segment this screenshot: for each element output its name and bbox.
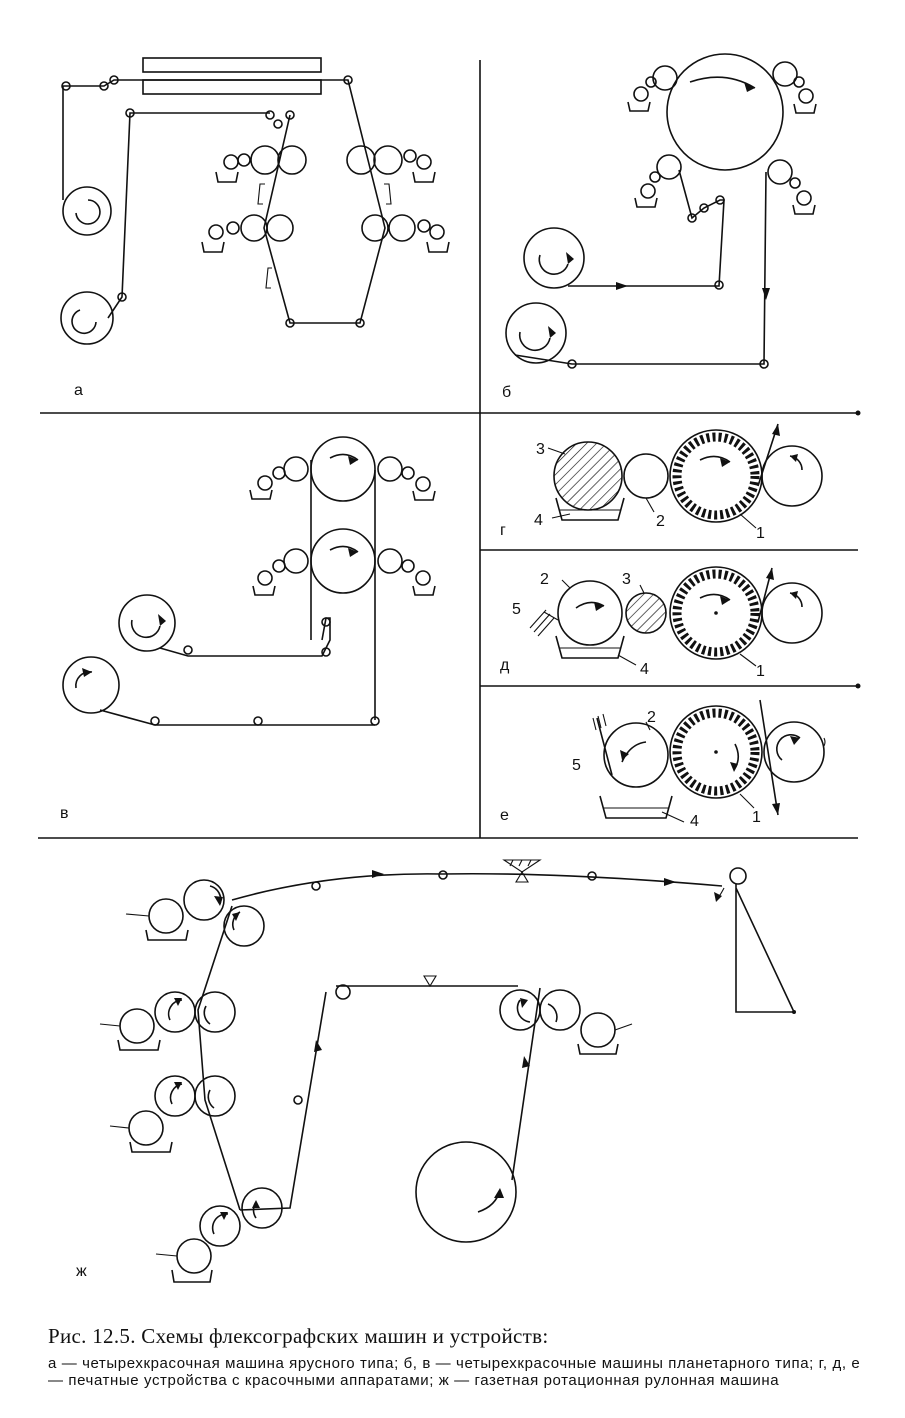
callout-d-2: 2: [540, 571, 549, 588]
panel-g-label: г: [500, 522, 506, 539]
panel-a-label: а: [74, 382, 83, 399]
panel-e-print-unit: 2 5 4 1 е: [500, 699, 826, 830]
panel-zh-label: ж: [76, 1263, 87, 1280]
callout-e-1: 1: [752, 809, 761, 826]
callout-g-3: 3: [536, 441, 545, 458]
caption-title: Рис. 12.5. Схемы флексографских машин и …: [48, 1324, 549, 1348]
callout-e-4: 4: [690, 813, 699, 830]
panel-b-planetary-press: б: [502, 53, 817, 401]
callout-e-5: 5: [572, 757, 581, 774]
callout-d-1: 1: [756, 663, 765, 680]
panel-d-label: д: [500, 657, 510, 674]
panel-zh-newspaper-press: ж: [76, 859, 796, 1283]
callout-d-3: 3: [622, 571, 631, 588]
panel-v-label: в: [60, 805, 69, 822]
callout-g-1: 1: [756, 525, 765, 542]
figure-caption: Рис. 12.5. Схемы флексографских машин и …: [48, 1324, 878, 1389]
callout-d-5: 5: [512, 601, 521, 618]
callout-e-2: 2: [647, 709, 656, 726]
panel-g-print-unit: 3 4 2 1 г: [500, 423, 823, 542]
callout-d-4: 4: [640, 661, 649, 678]
callout-g-2: 2: [656, 513, 665, 530]
panel-v-planetary-press: в: [60, 436, 436, 822]
panel-dividers: [38, 60, 861, 839]
panel-b-label: б: [502, 384, 511, 401]
callout-g-4: 4: [534, 512, 543, 529]
panel-a-stack-press: а: [60, 57, 450, 399]
caption-text: а — четырехкрасочная машина ярусного тип…: [48, 1355, 861, 1389]
panel-d-print-unit: 2 3 5 4 1 д: [500, 566, 823, 680]
panel-e-label: е: [500, 807, 509, 824]
